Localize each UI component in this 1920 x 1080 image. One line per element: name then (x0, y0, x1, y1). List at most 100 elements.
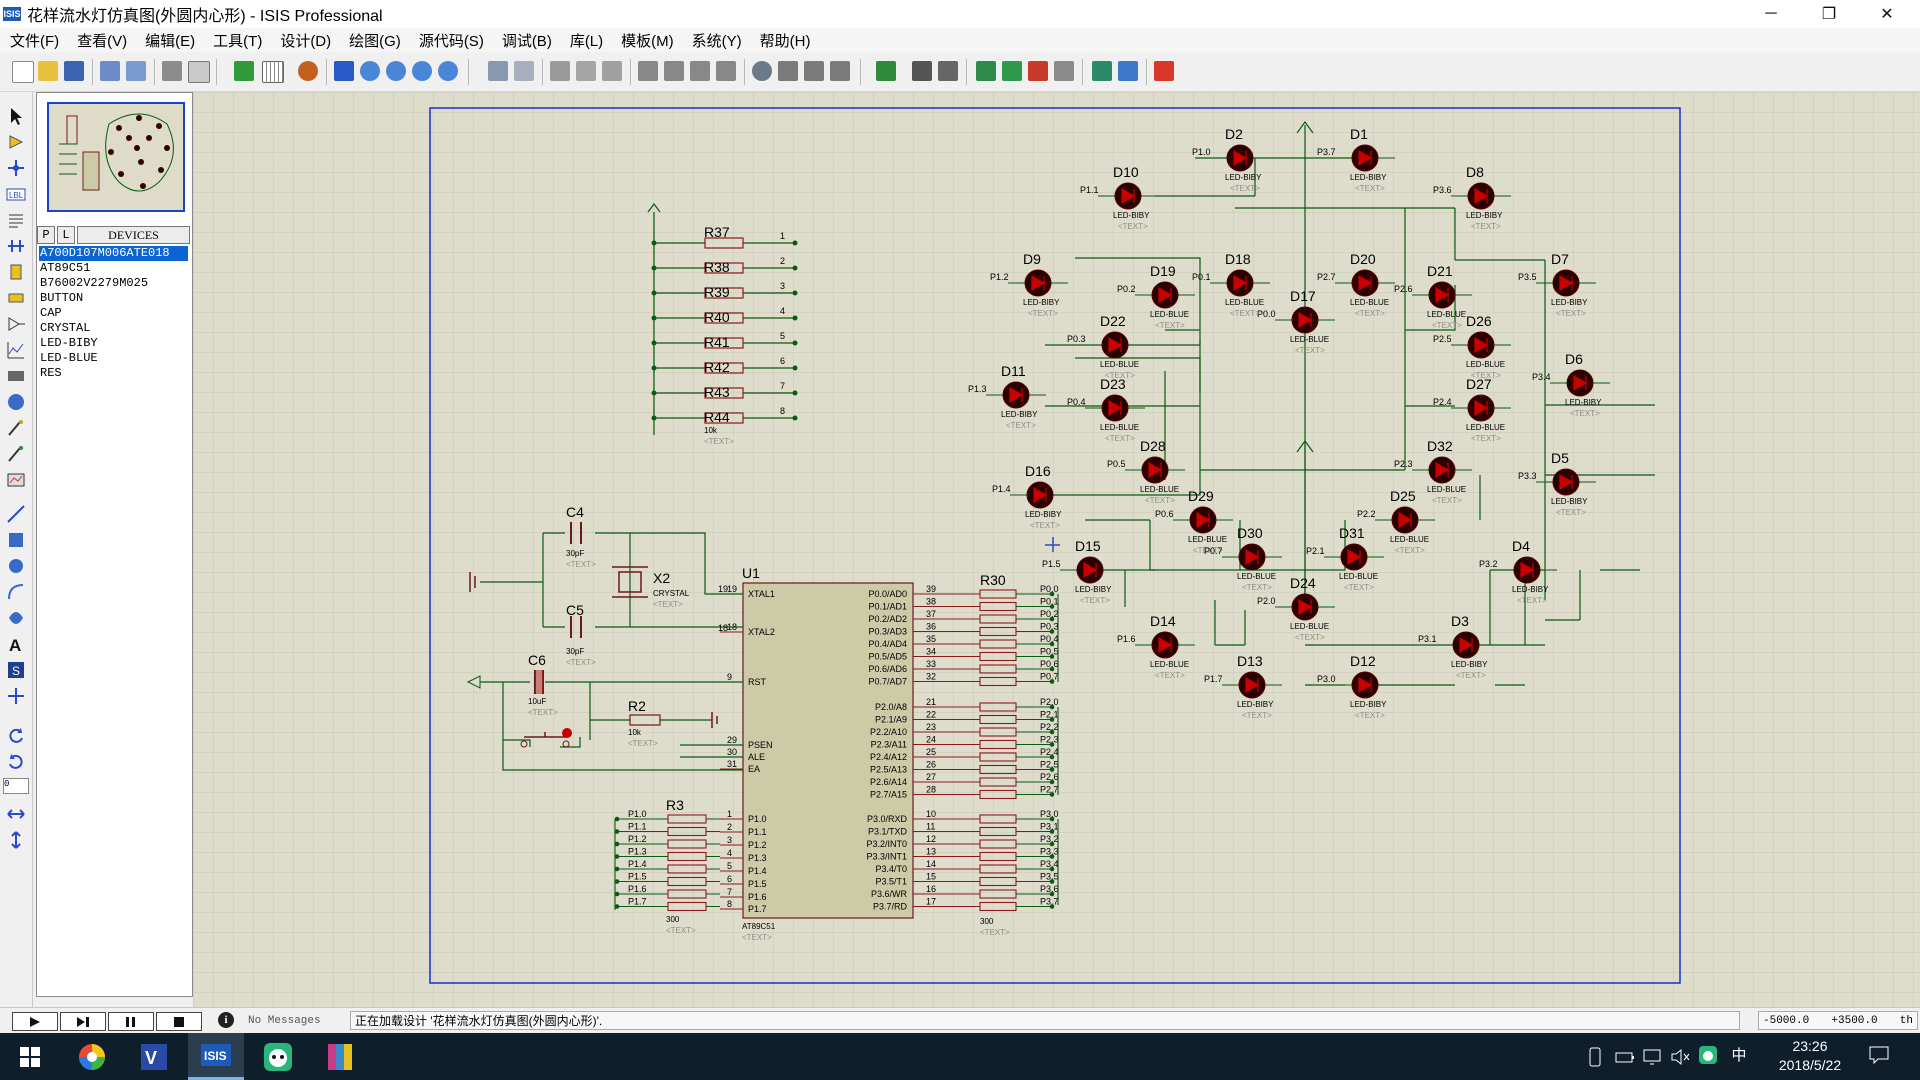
taskbar-app-isis[interactable]: ISIS (188, 1033, 244, 1080)
device-list-item[interactable]: CAP (40, 306, 62, 320)
add-sheet-icon[interactable] (1002, 61, 1022, 81)
device-list-item[interactable]: LED-BLUE (40, 351, 98, 365)
mirror-y-icon[interactable] (6, 830, 26, 850)
virtual-instruments-mode-icon[interactable] (6, 470, 26, 490)
open-file-icon[interactable] (38, 61, 58, 81)
device-list-item[interactable]: B76002V2279M025 (40, 276, 149, 290)
block-copy-icon[interactable] (638, 61, 658, 81)
device-list-item[interactable]: BUTTON (40, 291, 84, 305)
device-pins-mode-icon[interactable] (6, 314, 26, 334)
pick-device-icon[interactable] (752, 61, 772, 81)
property-assignment-icon[interactable] (938, 61, 958, 81)
overview-window[interactable] (47, 102, 185, 212)
voltage-probe-mode-icon[interactable] (6, 418, 26, 438)
marker-mode-icon[interactable] (6, 686, 26, 706)
menu-graph[interactable]: 绘图(G) (349, 32, 401, 50)
make-device-icon[interactable] (778, 61, 798, 81)
redraw-icon[interactable] (234, 61, 254, 81)
restore-button[interactable]: ❐ (1821, 6, 1837, 23)
zoom-area-icon[interactable] (438, 61, 458, 81)
menu-tools[interactable]: 工具(T) (213, 32, 263, 50)
library-manager-button[interactable]: L (57, 226, 75, 244)
false-origin-icon[interactable] (298, 61, 318, 81)
menu-debug[interactable]: 调试(B) (501, 32, 552, 50)
component-mode-icon[interactable] (6, 132, 26, 152)
terminals-mode-icon[interactable] (6, 288, 26, 308)
junction-dot-mode-icon[interactable] (6, 158, 26, 178)
copy-icon[interactable] (576, 61, 596, 81)
minimize-button[interactable]: ─ (1765, 5, 1777, 22)
subcircuit-mode-icon[interactable] (6, 262, 26, 282)
block-delete-icon[interactable] (716, 61, 736, 81)
exit-to-parent-icon[interactable] (1054, 61, 1074, 81)
battery-icon[interactable] (1614, 1047, 1636, 1067)
mirror-x-icon[interactable] (6, 804, 26, 824)
decompose-icon[interactable] (830, 61, 850, 81)
tape-recorder-mode-icon[interactable] (6, 366, 26, 386)
taskbar-app-winrar[interactable] (312, 1033, 368, 1080)
rotate-anticlockwise-icon[interactable] (6, 752, 26, 772)
grid-toggle-icon[interactable] (262, 61, 284, 83)
current-probe-mode-icon[interactable] (6, 444, 26, 464)
symbol-mode-icon[interactable]: S (6, 660, 26, 680)
menu-system[interactable]: 系统(Y) (691, 32, 742, 50)
close-button[interactable]: ✕ (1880, 6, 1894, 23)
graph-mode-icon[interactable] (6, 340, 26, 360)
network-icon[interactable] (1642, 1047, 1664, 1067)
new-file-icon[interactable] (12, 61, 34, 83)
taskbar-app-keil[interactable]: V (126, 1033, 182, 1080)
volume-muted-icon[interactable] (1670, 1047, 1692, 1067)
play-button[interactable] (12, 1012, 58, 1031)
block-move-icon[interactable] (664, 61, 684, 81)
menu-help[interactable]: 帮助(H) (759, 32, 811, 50)
new-sheet-icon[interactable] (976, 61, 996, 81)
wechat-tray-icon[interactable] (1698, 1045, 1720, 1067)
menu-design[interactable]: 设计(D) (280, 32, 332, 50)
start-button[interactable] (2, 1033, 58, 1080)
line-mode-icon[interactable] (6, 504, 26, 524)
paste-icon[interactable] (602, 61, 622, 81)
taskbar-app-browser[interactable] (64, 1033, 120, 1080)
device-list-item[interactable]: RES (40, 366, 62, 380)
pan-icon[interactable] (334, 61, 354, 81)
generator-mode-icon[interactable] (6, 392, 26, 412)
resistor-pack-r3-r10[interactable]: R3P1.0P1.1P1.2P1.3P1.4P1.5P1.6P1.7300<TE… (614, 797, 720, 935)
buses-mode-icon[interactable] (6, 236, 26, 256)
device-list-item[interactable]: LED-BIBY (40, 336, 98, 350)
zoom-in-icon[interactable] (360, 61, 380, 81)
menu-edit[interactable]: 编辑(E) (145, 32, 196, 50)
zoom-out-icon[interactable] (386, 61, 406, 81)
import-section-icon[interactable] (100, 61, 120, 81)
notification-center-icon[interactable] (1868, 1045, 1892, 1067)
message-count[interactable]: No Messages (248, 1014, 321, 1027)
box-mode-icon[interactable] (6, 530, 26, 550)
step-button[interactable] (60, 1012, 106, 1031)
wire-autorouter-icon[interactable] (876, 61, 896, 81)
menu-view[interactable]: 查看(V) (77, 32, 128, 50)
set-area-icon[interactable] (188, 61, 210, 83)
menu-library[interactable]: 库(L) (569, 32, 604, 50)
menu-file[interactable]: 文件(F) (10, 32, 60, 50)
closed-path-mode-icon[interactable] (6, 608, 26, 628)
